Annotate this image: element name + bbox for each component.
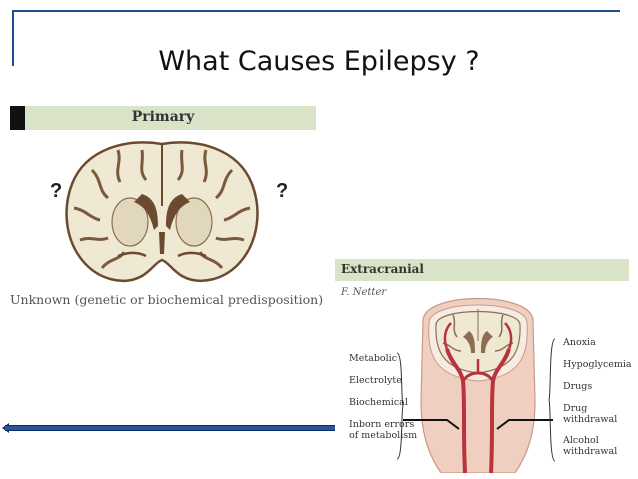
question-mark-right: ? [276, 180, 289, 202]
cause-label-right: Drug withdrawal [563, 403, 618, 425]
primary-header: Primary [10, 106, 316, 130]
cause-label-right: Drugs [563, 381, 593, 392]
head-vascular-illustration [403, 297, 553, 473]
slide-title: What Causes Epilepsy ? [158, 46, 480, 77]
cause-label-right: Alcohol withdrawal [563, 435, 618, 457]
cause-label-right: Anoxia [563, 337, 596, 348]
cause-label-left: Metabolic [349, 353, 398, 364]
slide-frame-top [12, 10, 620, 12]
slide-frame-left [12, 10, 14, 66]
extracranial-panel: Extracranial F. Netter Metabolic [335, 259, 632, 473]
extracranial-header: Extracranial [335, 259, 629, 281]
primary-caption: Unknown (genetic or biochemical predispo… [10, 292, 324, 307]
question-mark-left: ? [50, 180, 63, 202]
primary-panel: Primary ? ? Unknown (genetic or bioch [10, 106, 324, 316]
cause-label-left: Biochemical [349, 397, 408, 408]
artist-signature: F. Netter [341, 287, 387, 298]
header-marker [10, 106, 25, 130]
left-brace [396, 352, 404, 460]
cause-label-right: Hypoglycemia [563, 359, 632, 370]
divider-line [5, 425, 335, 431]
cause-label-left: Inborn errors of metabolism [349, 419, 418, 441]
primary-header-label: Primary [131, 109, 195, 125]
extracranial-header-label: Extracranial [341, 262, 424, 276]
right-brace [548, 338, 556, 462]
cause-label-left: Electrolyte [349, 375, 402, 386]
brain-coronal-section-illustration [65, 141, 259, 282]
